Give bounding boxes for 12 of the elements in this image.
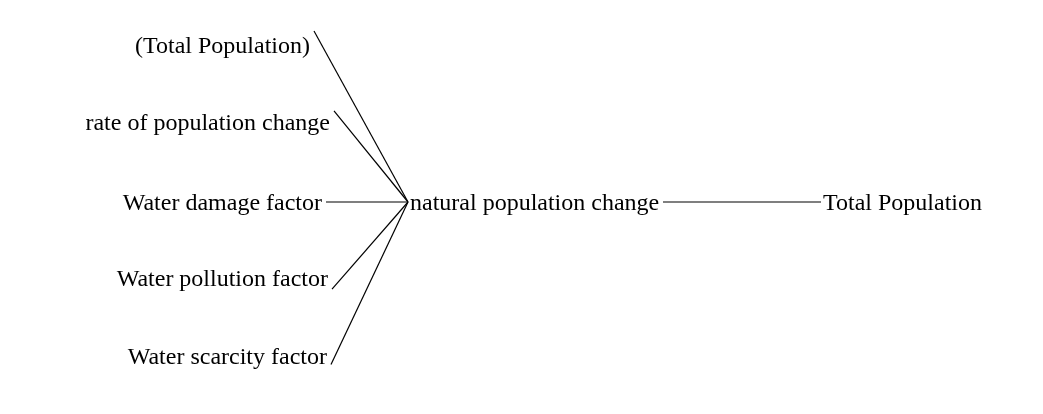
variable-label: (Total Population) <box>135 31 310 59</box>
variable-label: Water scarcity factor <box>127 342 327 370</box>
connector-line <box>330 201 409 365</box>
variable-label: Water pollution factor <box>116 264 328 292</box>
connector-line <box>325 201 409 203</box>
variable-label: rate of population change <box>85 108 330 136</box>
connector-line <box>333 110 409 203</box>
connector-line <box>331 201 409 290</box>
connector-line <box>662 201 822 203</box>
variable-label: Total Population <box>823 188 982 216</box>
variable-label: natural population change <box>410 188 660 216</box>
variable-label: Water damage factor <box>122 188 322 216</box>
